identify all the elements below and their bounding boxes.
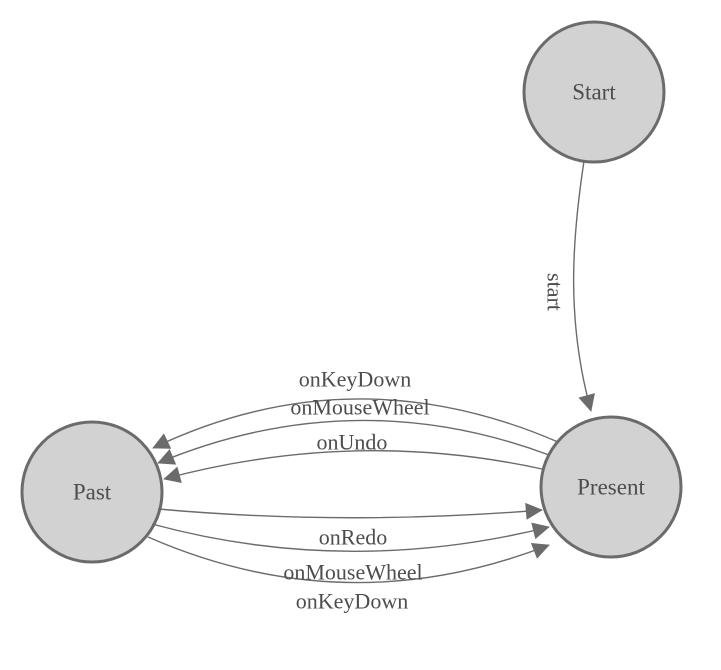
- state-node-past[interactable]: [20, 420, 164, 564]
- edge-present-to-past-undo: [163, 450, 543, 484]
- edge-past-to-present-keydown: [147, 536, 550, 584]
- state-node-start[interactable]: [522, 20, 666, 164]
- edge-present-to-past-mousewheel: [157, 419, 550, 465]
- edge-past-to-present-redo: [157, 502, 543, 520]
- edge-start-to-present: [572, 160, 595, 412]
- edge-label-present-to-past-keydown: onKeyDown: [299, 367, 411, 392]
- edge-label-past-to-present-redo: onRedo: [319, 525, 387, 550]
- state-node-present[interactable]: [539, 415, 683, 559]
- edge-label-past-to-present-keydown: onKeyDown: [296, 589, 408, 614]
- state-label-start: Start: [572, 80, 616, 105]
- edge-past-to-present-mousewheel: [151, 522, 550, 552]
- edge-label-present-to-past-undo: onUndo: [317, 430, 388, 455]
- state-label-past: Past: [73, 480, 112, 505]
- edge-label-start-to-present: start: [543, 273, 568, 311]
- edge-present-to-past-keydown: [152, 398, 559, 449]
- edge-label-present-to-past-mousewheel: onMouseWheel: [290, 395, 429, 420]
- edge-label-past-to-present-mousewheel: onMouseWheel: [283, 560, 422, 585]
- state-label-present: Present: [577, 475, 645, 500]
